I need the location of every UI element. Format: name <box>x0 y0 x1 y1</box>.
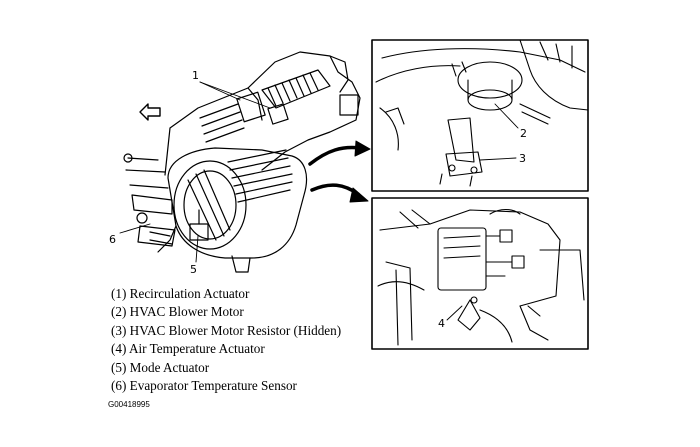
legend-item-air-temperature-actuator: (4) Air Temperature Actuator <box>111 341 265 357</box>
top-inset-leaders <box>479 103 519 161</box>
callout-3: 3 <box>519 152 526 165</box>
component-legend: (1) Recirculation Actuator (2) HVAC Blow… <box>111 285 341 395</box>
arrowhead-top <box>354 140 371 157</box>
callout-6: 6 <box>109 233 116 246</box>
hvac-module-drawing <box>123 51 361 273</box>
bottom-inset-frame <box>371 197 589 350</box>
legend-item-blower-motor-resistor: (3) HVAC Blower Motor Resistor (Hidden) <box>111 322 342 338</box>
top-inset-drawing <box>375 39 589 187</box>
bottom-inset-drawing <box>377 208 585 346</box>
legend-item-mode-actuator: (5) Mode Actuator <box>111 359 210 375</box>
main-leader-lines <box>119 81 271 263</box>
legend-item-evaporator-temperature-sensor: (6) Evaporator Temperature Sensor <box>111 378 297 394</box>
callout-4: 4 <box>438 317 445 330</box>
callout-1: 1 <box>192 69 199 82</box>
figure-code: G00418995 <box>108 400 150 409</box>
bottom-inset-leaders <box>446 305 463 321</box>
legend-item-recirculation-actuator: (1) Recirculation Actuator <box>111 286 250 301</box>
callout-5: 5 <box>190 263 197 276</box>
detail-arrows <box>308 145 362 196</box>
legend-item-hvac-blower-motor: (2) HVAC Blower Motor <box>111 304 244 320</box>
arrowhead-bottom <box>349 187 369 203</box>
callout-2: 2 <box>520 127 527 140</box>
top-inset-frame <box>371 39 589 192</box>
